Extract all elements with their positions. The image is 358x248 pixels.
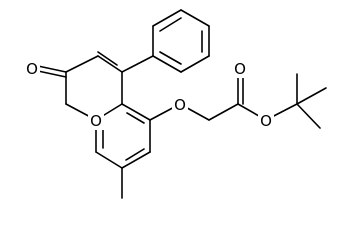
atom-label-ester-carbonyl-oxygen: O	[234, 60, 246, 78]
phenyl-link-bond	[121, 55, 154, 73]
atom-label-ring-oxygen: O	[90, 112, 102, 130]
carbonyl-bond	[37, 70, 67, 78]
phenyl-bond	[180, 9, 210, 27]
phenyl-bond	[152, 9, 182, 27]
benzene-inner-bond	[126, 112, 145, 124]
ring-bond	[65, 55, 99, 73]
benzene-bond	[121, 151, 151, 169]
ring-bond	[97, 55, 123, 73]
carbonyl-bond	[37, 65, 67, 73]
ring-inner-bond	[97, 51, 118, 66]
benzene-bond	[95, 151, 123, 169]
phenyl-bond	[152, 55, 182, 73]
benzene-bond	[121, 103, 151, 121]
benzene-inner-bond	[125, 148, 145, 161]
atom-labels: O O O O O	[24, 60, 274, 130]
phenyl-inner-bond	[159, 51, 182, 65]
tert-butyl-bond	[296, 103, 321, 129]
acetate-bond	[208, 103, 239, 121]
phenyl-inner-bond	[159, 17, 182, 32]
atom-label-carbonyl-oxygen: O	[26, 60, 38, 78]
phenyl-bond	[180, 55, 210, 73]
atom-label-ester-oxygen: O	[260, 112, 272, 130]
tert-butyl-bond	[296, 87, 327, 105]
atom-label-ether-oxygen: O	[174, 96, 186, 114]
